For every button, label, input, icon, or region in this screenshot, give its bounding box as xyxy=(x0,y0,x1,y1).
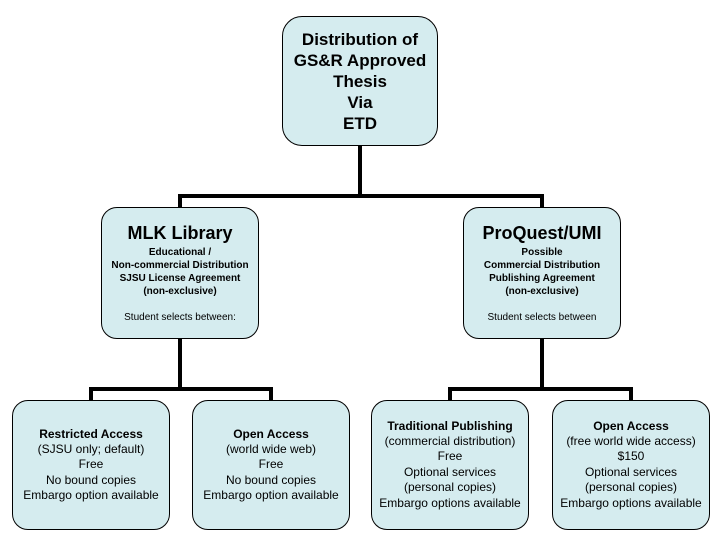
node-line: (non-exclusive) xyxy=(505,286,579,297)
leaf-line: Embargo options available xyxy=(379,495,521,510)
node-line: Commercial Distribution xyxy=(483,260,601,271)
node-line: SJSU License Agreement xyxy=(119,273,241,284)
leaf-title: Traditional Publishing xyxy=(387,418,513,433)
leaf-line: Free xyxy=(258,457,284,471)
root-line: GS&R Approved xyxy=(293,50,427,70)
leaf-line: (personal copies) xyxy=(403,480,497,495)
root-line: Distribution of xyxy=(301,29,419,49)
leaf-line: Embargo option available xyxy=(23,488,159,502)
leaf-line: (world wide web) xyxy=(225,441,317,456)
node-note: Student selects between xyxy=(487,312,597,323)
root-node-etd-distribution: Distribution of GS&R Approved Thesis Via… xyxy=(282,16,438,146)
leaf-line: (free world wide access) xyxy=(566,433,696,448)
root-line: Via xyxy=(347,92,373,112)
node-line: Non-commercial Distribution xyxy=(111,260,249,271)
node-title: ProQuest/UMI xyxy=(482,223,602,243)
leaf-line: Optional services xyxy=(584,464,678,479)
leaf-line: (commercial distribution) xyxy=(384,433,516,448)
leaf-line: Embargo options available xyxy=(560,495,702,510)
leaf-line: $150 xyxy=(617,449,645,464)
leaf-line: No bound copies xyxy=(225,472,317,487)
leaf-line: Embargo option available xyxy=(203,488,339,502)
node-title: MLK Library xyxy=(127,223,233,243)
node-note: Student selects between: xyxy=(124,312,236,323)
leaf-open-access-mlk: Open Access (world wide web) Free No bou… xyxy=(192,400,350,530)
root-line: ETD xyxy=(343,113,377,133)
leaf-traditional-publishing: Traditional Publishing (commercial distr… xyxy=(371,400,529,530)
leaf-title: Open Access xyxy=(233,426,309,441)
leaf-line: Optional services xyxy=(403,464,497,479)
leaf-line: Free xyxy=(437,449,463,464)
node-mlk-library: MLK Library Educational / Non-commercial… xyxy=(101,207,259,339)
leaf-line: (SJSU only; default) xyxy=(37,441,145,456)
node-line: (non-exclusive) xyxy=(143,286,217,297)
node-line: Educational / xyxy=(148,247,212,258)
leaf-line: No bound copies xyxy=(45,472,137,487)
root-line: Thesis xyxy=(333,71,387,91)
node-proquest-umi: ProQuest/UMI Possible Commercial Distrib… xyxy=(463,207,621,339)
leaf-line: Free xyxy=(78,457,104,471)
leaf-open-access-proquest: Open Access (free world wide access) $15… xyxy=(552,400,710,530)
leaf-title: Restricted Access xyxy=(39,426,143,441)
node-line: Publishing Agreement xyxy=(489,273,595,284)
leaf-line: (personal copies) xyxy=(584,480,678,495)
node-line: Possible xyxy=(521,247,563,258)
leaf-title: Open Access xyxy=(593,418,669,433)
leaf-restricted-access: Restricted Access (SJSU only; default) F… xyxy=(12,400,170,530)
